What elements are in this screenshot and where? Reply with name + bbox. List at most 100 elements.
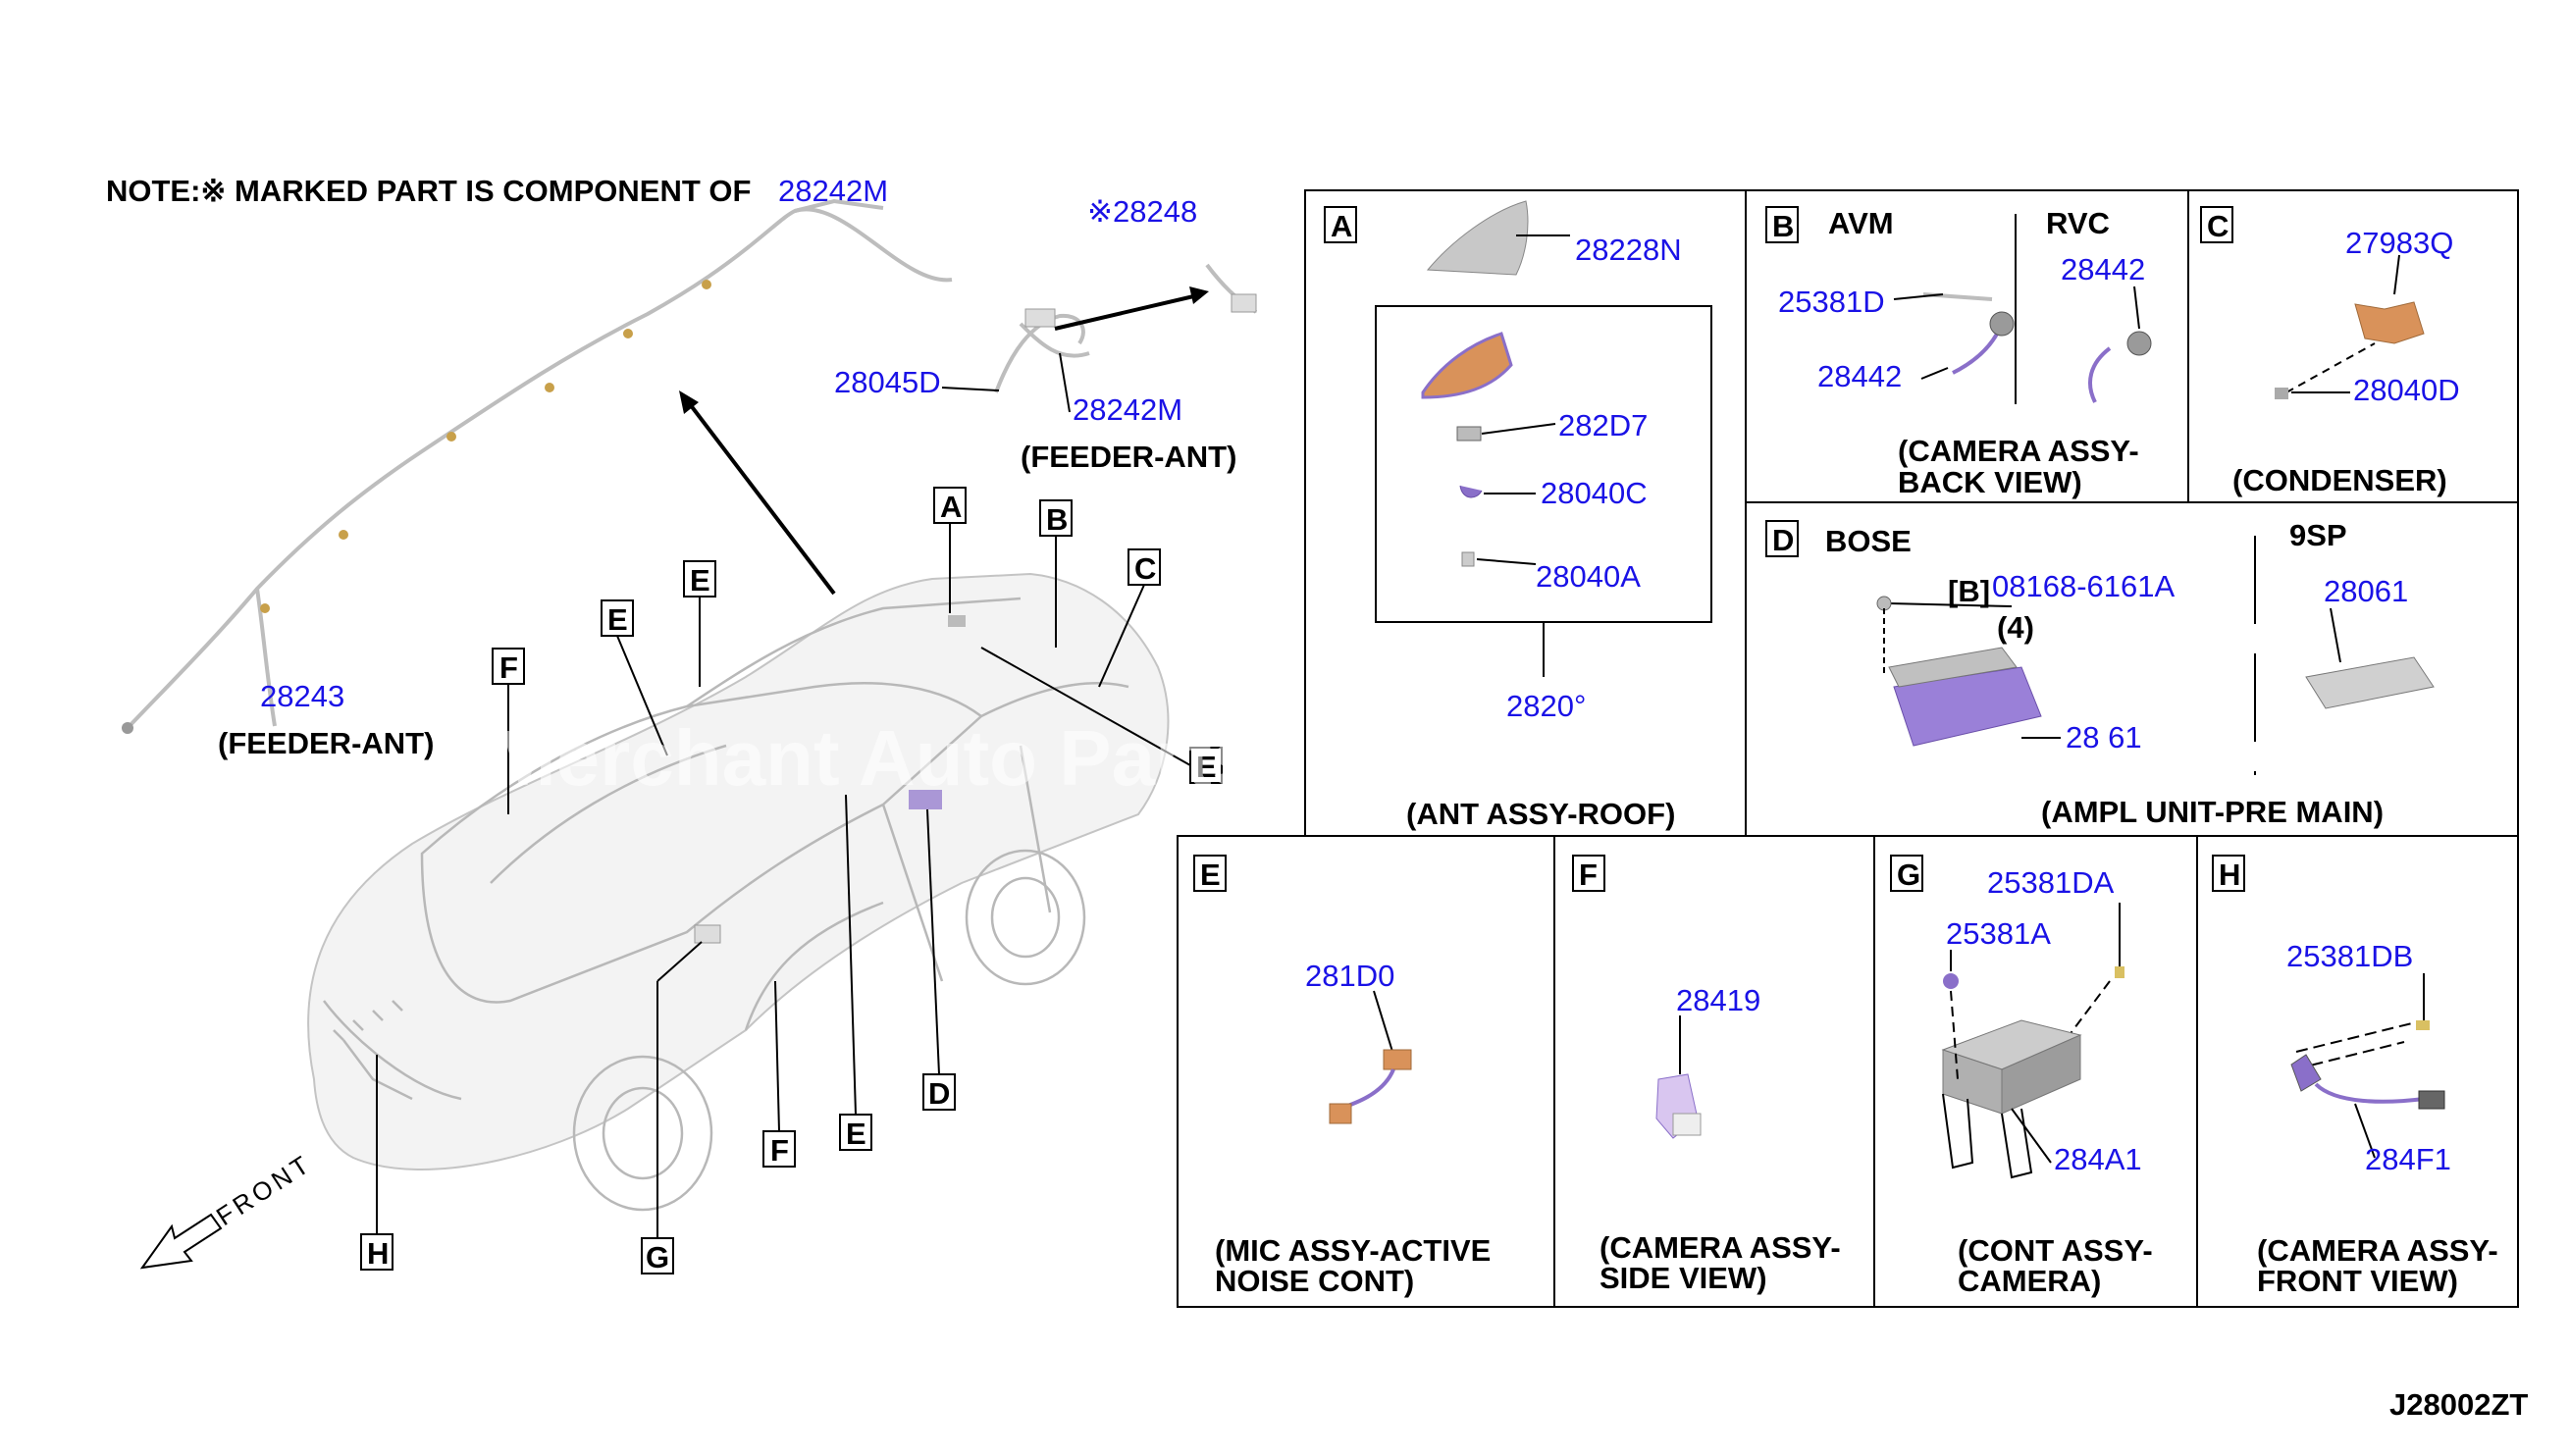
- feeder-marked-part-number[interactable]: ※28248: [1087, 194, 1197, 229]
- panel-G: G 25381DA 25381A 284A1 (CONT ASSY- CAMER…: [1890, 855, 2153, 1298]
- part-28419[interactable]: 28419: [1676, 983, 1760, 1017]
- detail-panels-grid: [1177, 189, 2519, 1308]
- svg-text:F: F: [499, 650, 518, 685]
- svg-text:FRONT: FRONT: [211, 1148, 317, 1231]
- panel-B: B AVM RVC 25381D 28442 28442 (CAMERA ASS…: [1765, 206, 2152, 499]
- panel-F-caption-line1: (CAMERA ASSY-: [1600, 1230, 1841, 1265]
- panel-A: A 28228N 282D7 28040C 28040A 2820° (ANT …: [1324, 200, 1712, 831]
- part-28061-bose[interactable]: 28 61: [2066, 720, 2142, 754]
- roof-antenna-illustration: [1426, 200, 1529, 276]
- part-25381DA[interactable]: 25381DA: [1987, 865, 2115, 900]
- panel-B-rvc-title: RVC: [2046, 206, 2110, 240]
- svg-text:E: E: [607, 602, 628, 637]
- part-25381D[interactable]: 25381D: [1778, 285, 1885, 319]
- svg-text:B: B: [1046, 502, 1068, 537]
- panel-D-caption: (AMPL UNIT-PRE MAIN): [2041, 795, 2384, 829]
- svg-text:E: E: [690, 563, 710, 598]
- part-25381A[interactable]: 25381A: [1946, 916, 2051, 951]
- panel-D-bose-title: BOSE: [1825, 524, 1912, 558]
- panel-E-caption-line1: (MIC ASSY-ACTIVE: [1215, 1233, 1491, 1268]
- panel-A-caption: (ANT ASSY-ROOF): [1406, 797, 1675, 831]
- diagram-code: J28002ZT: [2389, 1387, 2528, 1422]
- svg-text:D: D: [928, 1076, 950, 1111]
- svg-text:C: C: [2207, 209, 2229, 243]
- panel-F-caption-line2: SIDE VIEW): [1600, 1261, 1767, 1295]
- svg-text:E: E: [1200, 858, 1221, 892]
- feeder-ant-detail-illustration: [994, 263, 1258, 393]
- part-25381DB[interactable]: 25381DB: [2286, 939, 2413, 973]
- callout-E-upper-left[interactable]: E: [601, 599, 668, 756]
- arrow-head: [679, 390, 699, 414]
- callout-A[interactable]: A: [933, 487, 967, 613]
- callout-E-right[interactable]: E: [980, 647, 1223, 784]
- rvc-camera-illustration: [2088, 346, 2112, 403]
- panel-D-bolt-ref: [B]: [1948, 574, 1990, 608]
- callout-F-right[interactable]: F: [762, 980, 796, 1168]
- panel-F: F 28419 (CAMERA ASSY- SIDE VIEW): [1572, 855, 1841, 1295]
- panel-D-9sp-title: 9SP: [2289, 518, 2347, 552]
- svg-text:G: G: [646, 1240, 669, 1274]
- svg-text:F: F: [1579, 858, 1598, 892]
- panel-B-avm-title: AVM: [1828, 206, 1894, 240]
- part-27983Q[interactable]: 27983Q: [2345, 226, 2453, 260]
- panel-D: D BOSE 9SP [B] 08168-6161A (4) 28 61 280…: [1765, 518, 2435, 829]
- panel-B-caption-line1: (CAMERA ASSY-: [1898, 434, 2139, 468]
- part-284A1[interactable]: 284A1: [2054, 1142, 2142, 1176]
- part-28061-9sp[interactable]: 28061: [2324, 574, 2408, 608]
- svg-text:G: G: [1897, 858, 1920, 892]
- front-camera-illustration: [2290, 1054, 2322, 1092]
- callout-D[interactable]: D: [922, 808, 956, 1111]
- svg-text:E: E: [846, 1117, 866, 1151]
- callout-B[interactable]: B: [1039, 499, 1073, 648]
- harness-caption: (FEEDER-ANT): [218, 726, 434, 760]
- callout-E-upper-right[interactable]: E: [683, 560, 716, 687]
- part-28040A[interactable]: 28040A: [1536, 559, 1641, 594]
- callout-G[interactable]: G: [641, 941, 703, 1274]
- panel-D-bolt-qty: (4): [1997, 610, 2034, 645]
- harness-feeder-ant-illustration: [122, 198, 953, 734]
- antenna-module-illustration: [1421, 332, 1513, 399]
- svg-text:F: F: [770, 1133, 789, 1168]
- part-08168-6161A[interactable]: 08168-6161A: [1992, 569, 2175, 603]
- svg-text:H: H: [367, 1236, 389, 1271]
- mic-illustration: [1383, 1049, 1412, 1070]
- callout-C[interactable]: C: [1098, 548, 1161, 688]
- feeder-caption: (FEEDER-ANT): [1021, 440, 1236, 474]
- feeder-right-part-number[interactable]: 28242M: [1073, 392, 1182, 427]
- 9sp-amp-illustration: [2305, 656, 2435, 709]
- part-28442-avm[interactable]: 28442: [1817, 359, 1902, 393]
- svg-text:A: A: [1331, 209, 1352, 243]
- watermark: Merchant Auto Parts: [491, 714, 1255, 802]
- svg-text:A: A: [940, 490, 962, 524]
- svg-text:D: D: [1772, 523, 1794, 557]
- panel-E-caption-line2: NOISE CONT): [1215, 1264, 1414, 1298]
- part-28040C[interactable]: 28040C: [1541, 476, 1648, 510]
- panel-H-caption-line2: FRONT VIEW): [2257, 1264, 2458, 1298]
- svg-text:E: E: [1196, 750, 1217, 784]
- vehicle-illustration: [307, 572, 1170, 1212]
- front-direction-arrow: FRONT: [139, 1148, 317, 1270]
- part-284F1[interactable]: 284F1: [2365, 1142, 2451, 1176]
- part-28442-rvc[interactable]: 28442: [2061, 252, 2145, 286]
- part-282D7[interactable]: 282D7: [1558, 408, 1648, 442]
- note-text: NOTE:※ MARKED PART IS COMPONENT OF: [106, 174, 751, 208]
- part-2820x[interactable]: 2820°: [1506, 689, 1586, 723]
- panel-A-letter-box: [1324, 206, 1357, 243]
- panel-C-caption: (CONDENSER): [2232, 463, 2447, 497]
- callout-F-left[interactable]: F: [492, 648, 525, 814]
- callout-H[interactable]: H: [360, 1055, 393, 1271]
- feeder-left-part-number[interactable]: 28045D: [834, 365, 941, 399]
- svg-text:B: B: [1772, 209, 1794, 243]
- harness-part-number[interactable]: 28243: [260, 679, 344, 713]
- panel-G-caption-line2: CAMERA): [1958, 1264, 2101, 1298]
- panel-G-caption-line1: (CONT ASSY-: [1958, 1233, 2153, 1268]
- part-281D0[interactable]: 281D0: [1305, 959, 1394, 993]
- panel-C: C 27983Q 28040D (CONDENSER): [2200, 206, 2460, 497]
- callout-E-lower[interactable]: E: [839, 794, 872, 1151]
- condenser-illustration: [2354, 301, 2425, 344]
- svg-text:C: C: [1134, 551, 1156, 586]
- part-28228N[interactable]: 28228N: [1575, 233, 1682, 267]
- panel-B-caption-line2: BACK VIEW): [1898, 465, 2082, 499]
- part-28040D[interactable]: 28040D: [2353, 373, 2460, 407]
